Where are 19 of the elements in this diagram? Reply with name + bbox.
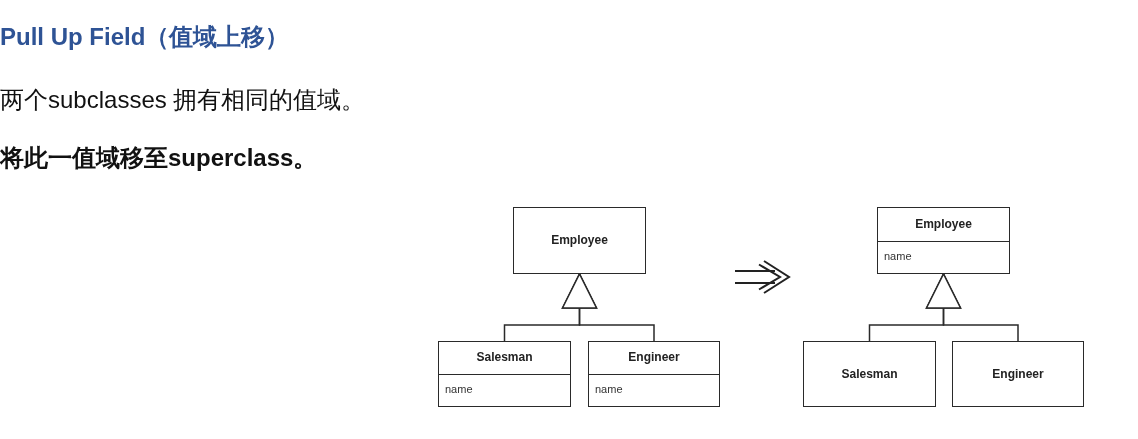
inheritance-arrow <box>925 273 1019 342</box>
class-name: Engineer <box>992 367 1044 380</box>
field-name: name <box>595 384 623 395</box>
class-box <box>952 341 1084 407</box>
class-name: Employee <box>551 234 608 246</box>
class-box <box>438 341 571 407</box>
class-name: Salesman <box>841 367 898 380</box>
class-box <box>513 207 646 274</box>
class-box <box>803 341 936 407</box>
inheritance-arrow <box>561 273 655 342</box>
field-name: name <box>884 251 912 262</box>
class-name: Employee <box>915 217 972 230</box>
paragraph: 两个subclasses 拥有相同的值域。 <box>0 88 366 112</box>
title: Pull Up Field（值域上移） <box>0 25 290 49</box>
class-name: Salesman <box>476 351 533 363</box>
field-name: name <box>445 384 473 395</box>
class-name: Engineer <box>628 351 680 363</box>
class-box <box>588 341 720 407</box>
class-box <box>877 207 1010 274</box>
